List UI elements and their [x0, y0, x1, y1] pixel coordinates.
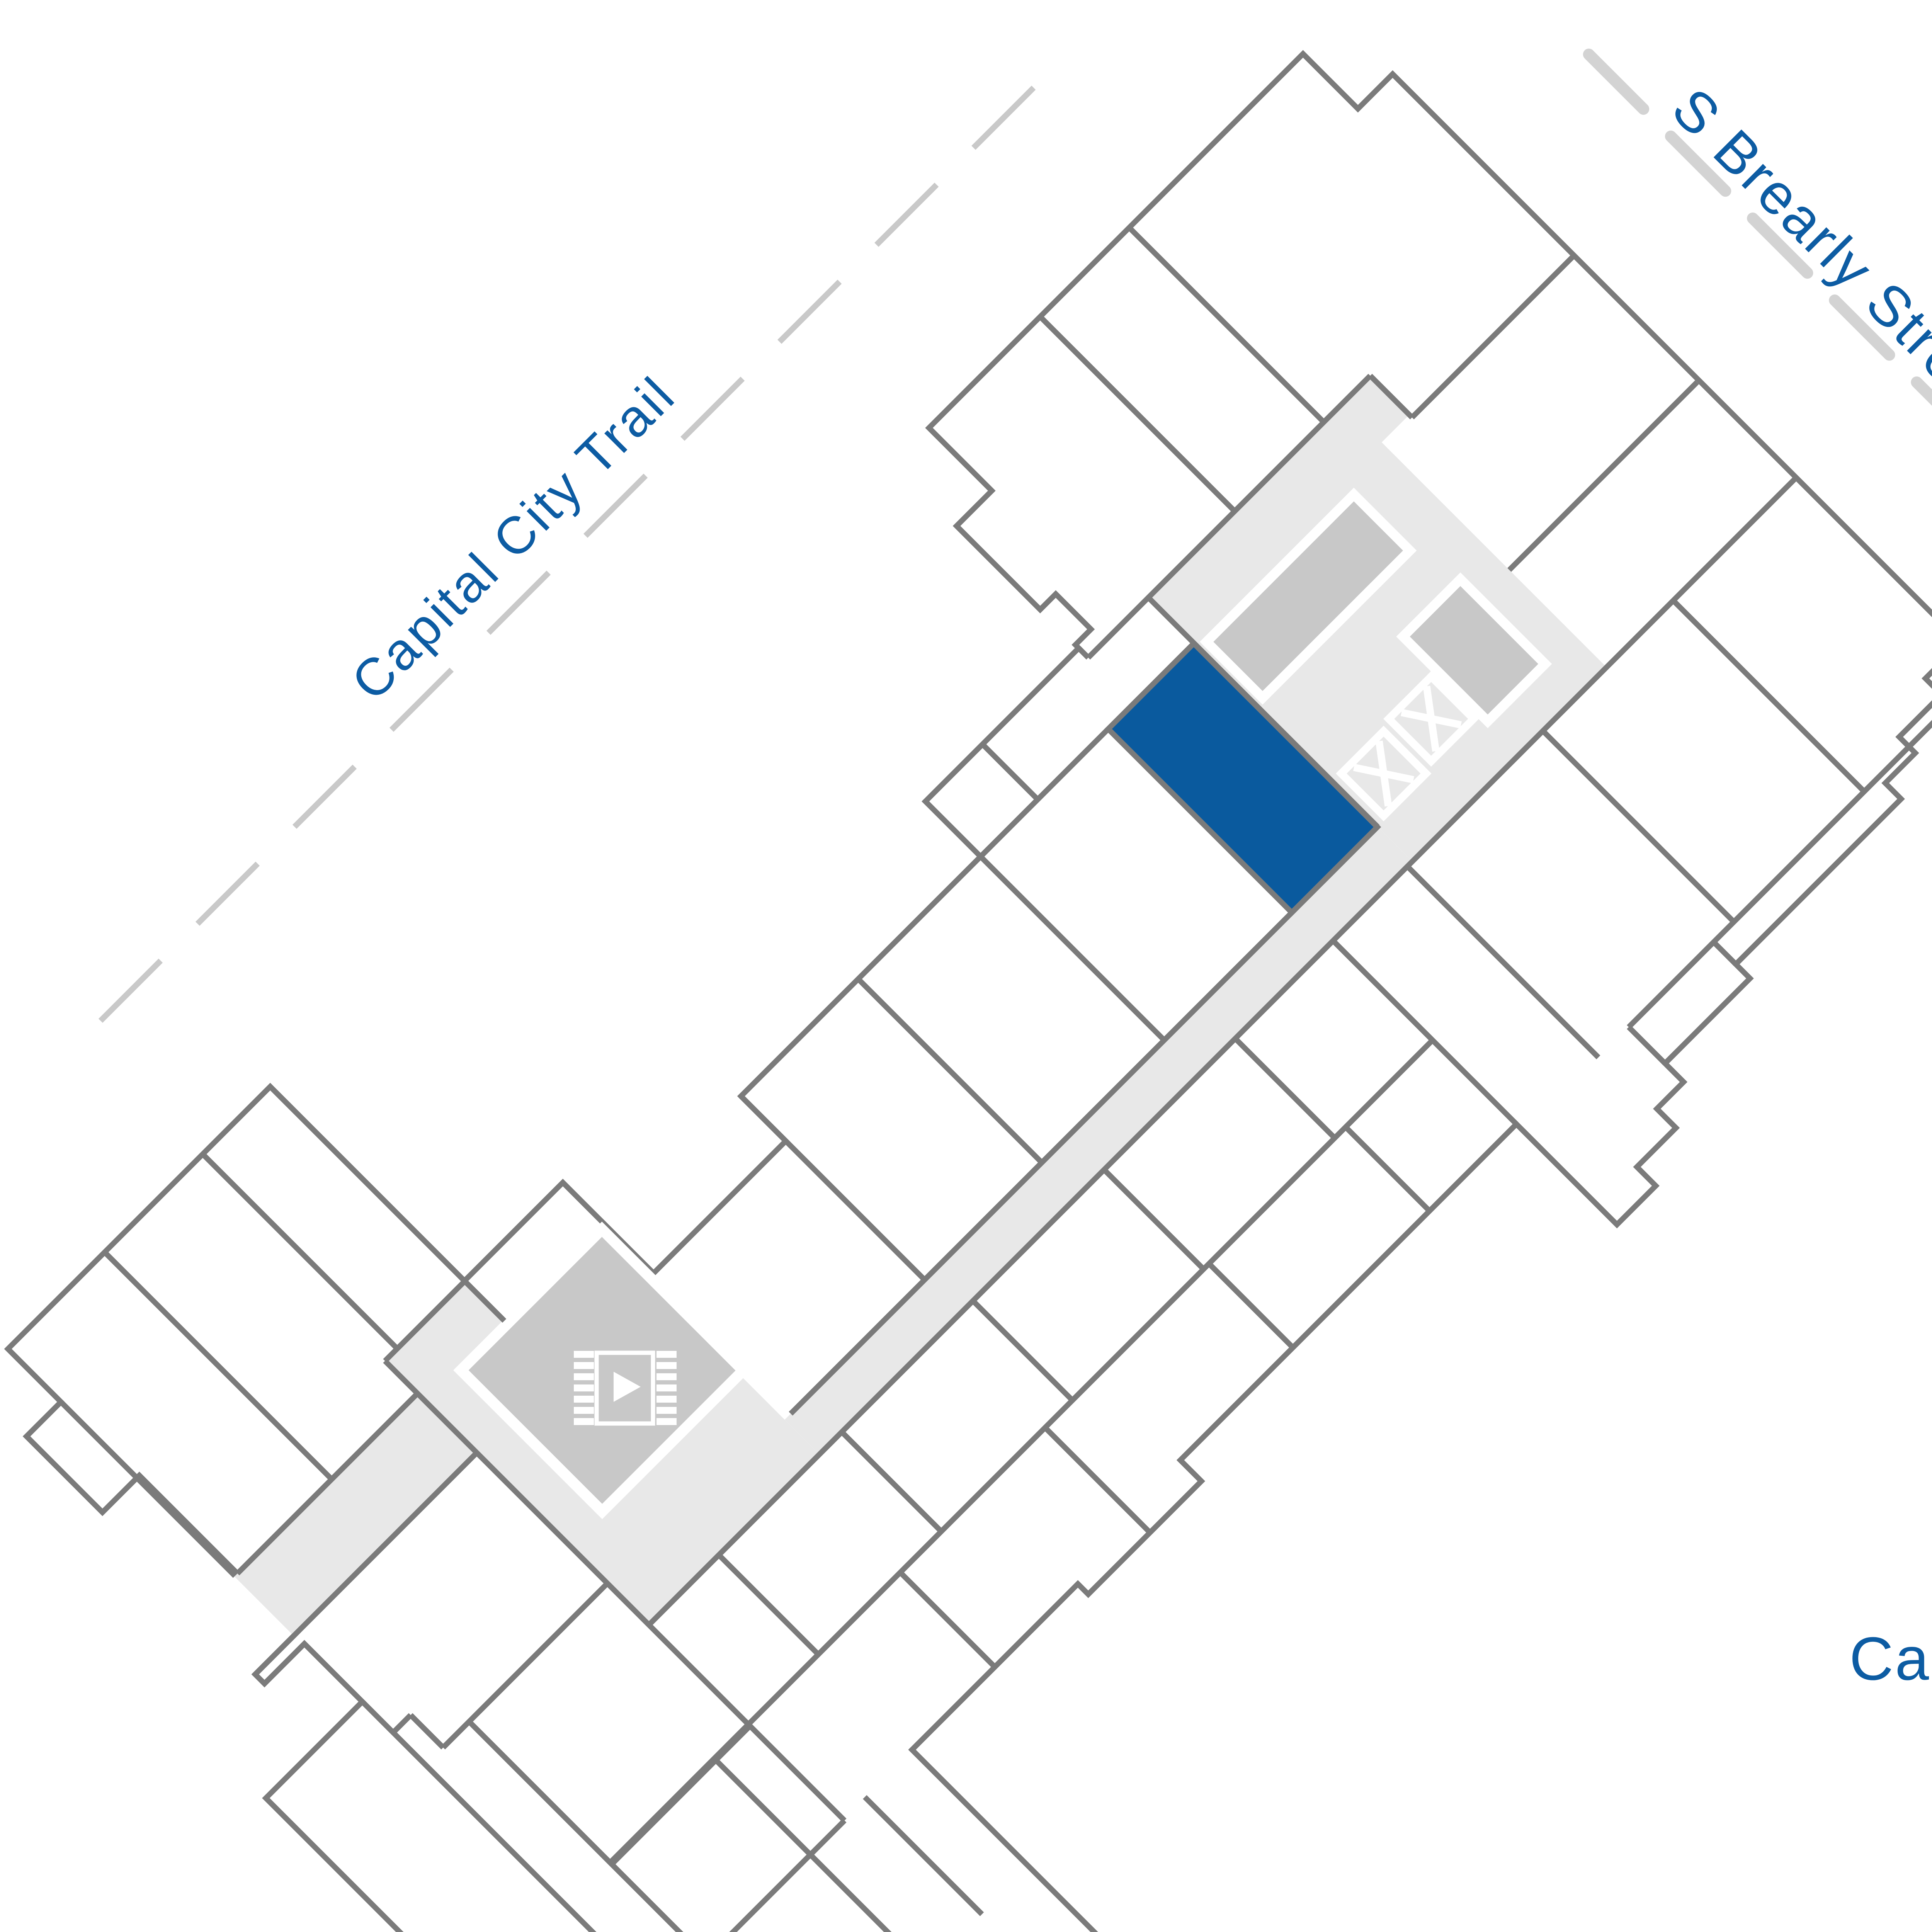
svg-text:Capitol: Capitol	[1849, 1625, 1932, 1693]
